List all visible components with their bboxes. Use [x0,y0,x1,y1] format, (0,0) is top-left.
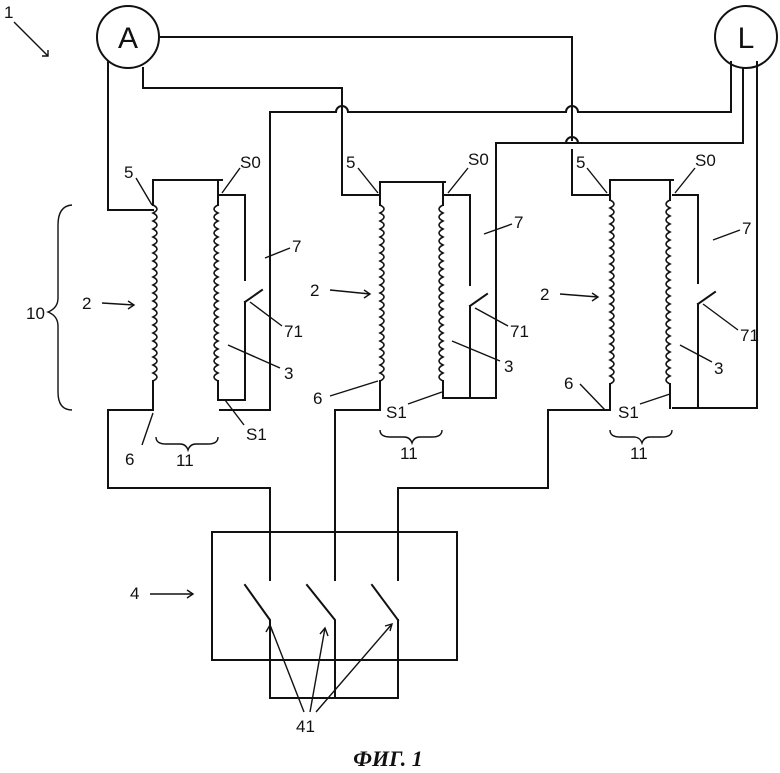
label-switch-1: 7 [292,237,301,256]
label-s1-3: S1 [618,403,639,422]
label-core-3: 11 [630,444,648,463]
label-core-1: 11 [176,451,194,470]
core-brace-2 [380,430,442,443]
label-secondary-1: 3 [284,364,293,383]
ammeter-label: A [118,22,138,55]
label-secondary-3: 3 [714,359,723,378]
transformer-2 [335,182,487,580]
label-unit-switches: 41 [296,717,315,736]
leader-lines [14,22,740,712]
label-end-2: 6 [313,389,322,408]
label-core-2: 11 [400,444,418,463]
label-secondary-2: 3 [504,357,513,376]
label-switch-2: 7 [514,213,523,232]
ammeter: A [97,6,159,68]
transformer-1 [108,180,270,580]
secondary-coil-2 [439,205,443,381]
label-switch-unit: 4 [130,584,139,603]
label-end-3: 6 [564,374,573,393]
transformer-3 [398,180,715,580]
core-brace-1 [156,437,218,450]
label-primary-2: 2 [310,281,319,300]
core-brace-3 [610,430,672,443]
label-s1-2: S1 [386,403,407,422]
label-primary-3: 2 [540,285,549,304]
primary-coil-2 [380,205,384,381]
label-s0-1: S0 [240,153,261,172]
label-start-3: 5 [576,153,585,172]
load-meter: L [715,6,777,68]
figure-caption: ФИГ. 1 [353,746,422,771]
label-end-1: 6 [125,450,134,469]
label-s0-2: S0 [468,150,489,169]
label-s1-1: S1 [246,425,267,444]
primary-coil-3 [610,200,614,384]
label-device: 1 [4,3,13,22]
supply-wiring [108,37,757,410]
secondary-coil-1 [214,205,218,381]
label-contact-2: 71 [510,322,529,341]
label-group: 10 [26,304,45,323]
label-switch-3: 7 [742,219,751,238]
load-meter-label: L [738,22,755,55]
label-start-1: 5 [124,163,133,182]
label-contact-1: 71 [284,322,303,341]
label-contact-3: 71 [740,326,759,345]
label-start-2: 5 [346,153,355,172]
label-s0-3: S0 [695,151,716,170]
secondary-coil-3 [666,200,670,384]
label-primary-1: 2 [82,294,91,313]
group-bracket [48,205,72,410]
